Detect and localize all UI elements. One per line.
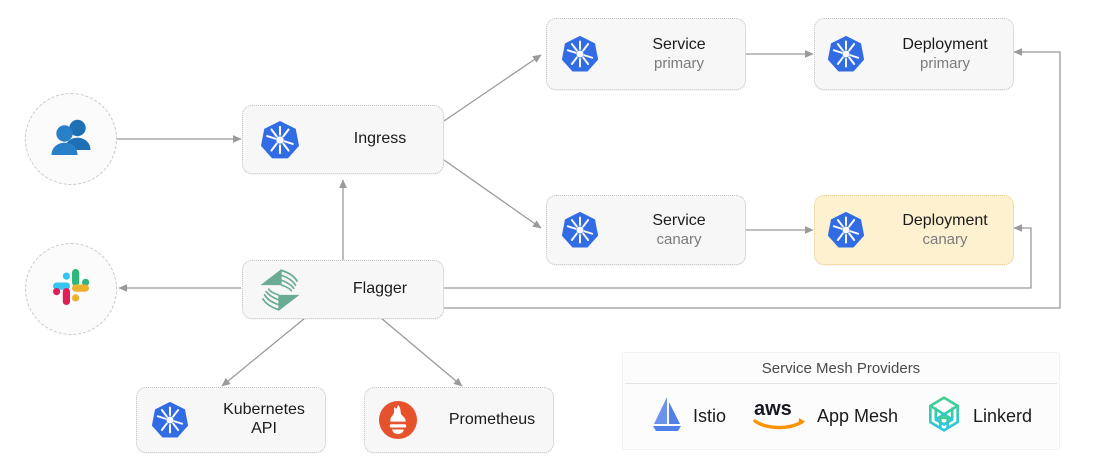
node-deployment-canary-text: Deployment canary: [877, 212, 1013, 249]
edge-flagger-to-deployment-primary: [443, 48, 1061, 309]
node-service-canary-subtitle: canary: [656, 230, 702, 248]
provider-istio[interactable]: Istio: [650, 395, 726, 438]
slack-endpoint: [25, 243, 117, 335]
node-deployment-primary-subtitle: primary: [919, 54, 970, 72]
edge-ingress-to-service-canary: [443, 159, 542, 229]
node-kubernetes-api-title: Kubernetes: [223, 401, 305, 419]
users-icon: [46, 117, 96, 162]
node-ingress-text: Ingress: [317, 130, 443, 149]
node-service-primary-title: Service: [652, 35, 706, 53]
node-deployment-primary-title: Deployment: [902, 35, 988, 53]
edge-ingress-to-service-primary: [443, 54, 542, 122]
kubernetes-icon: [137, 400, 203, 440]
svg-text:aws: aws: [754, 398, 792, 420]
provider-aws-app-mesh-label: App Mesh: [816, 406, 898, 426]
node-ingress[interactable]: Ingress: [242, 105, 444, 174]
kubernetes-icon: [547, 210, 613, 250]
node-service-primary-subtitle: primary: [653, 54, 704, 72]
node-prometheus[interactable]: Prometheus: [364, 387, 554, 453]
kubernetes-icon: [547, 34, 613, 74]
node-flagger-text: Flagger: [317, 280, 443, 299]
linkerd-icon: [924, 394, 964, 439]
flagger-icon: [243, 264, 317, 316]
node-service-canary-text: Service canary: [613, 212, 745, 249]
prometheus-icon: [365, 399, 431, 441]
node-kubernetes-api[interactable]: Kubernetes API: [136, 387, 326, 453]
node-deployment-canary-subtitle: canary: [922, 230, 968, 248]
providers-title: Service Mesh Providers: [761, 359, 921, 377]
provider-linkerd[interactable]: Linkerd: [924, 394, 1032, 439]
slack-icon: [47, 263, 95, 316]
node-deployment-canary[interactable]: Deployment canary: [814, 195, 1014, 265]
node-prometheus-title: Prometheus: [448, 410, 536, 428]
node-service-primary[interactable]: Service primary: [546, 18, 746, 90]
providers-row: Istio aws App Mesh: [623, 384, 1059, 449]
providers-divider: [625, 383, 1057, 384]
users-endpoint: [25, 93, 117, 185]
node-kubernetes-api-text: Kubernetes API: [203, 401, 325, 439]
node-flagger-title: Flagger: [352, 280, 408, 298]
kubernetes-icon: [243, 119, 317, 161]
provider-istio-label: Istio: [692, 406, 726, 426]
edge-flagger-to-kubernetes-api: [221, 317, 306, 387]
node-ingress-title: Ingress: [353, 130, 407, 148]
node-deployment-canary-title: Deployment: [902, 211, 988, 229]
edge-flagger-to-prometheus: [380, 317, 463, 387]
aws-icon: aws: [752, 396, 808, 437]
provider-aws-app-mesh[interactable]: aws App Mesh: [752, 396, 898, 437]
provider-linkerd-label: Linkerd: [972, 406, 1032, 426]
kubernetes-icon: [815, 210, 877, 250]
istio-icon: [650, 395, 684, 438]
node-service-canary[interactable]: Service canary: [546, 195, 746, 265]
node-prometheus-text: Prometheus: [431, 411, 553, 430]
node-flagger[interactable]: Flagger: [242, 260, 444, 319]
kubernetes-icon: [815, 34, 877, 74]
node-kubernetes-api-subtitle: API: [251, 420, 277, 437]
service-mesh-providers-panel: Service Mesh Providers Istio aws: [622, 352, 1060, 450]
node-deployment-primary-text: Deployment primary: [877, 36, 1013, 73]
node-service-primary-text: Service primary: [613, 36, 745, 73]
node-deployment-primary[interactable]: Deployment primary: [814, 18, 1014, 90]
node-service-canary-title: Service: [652, 211, 706, 229]
